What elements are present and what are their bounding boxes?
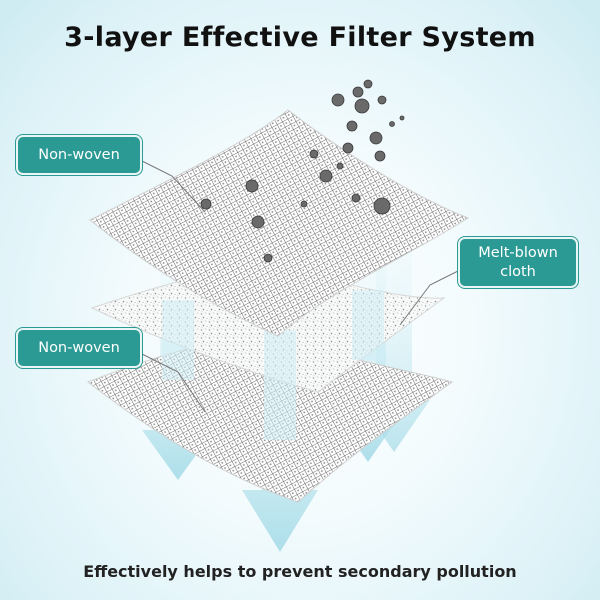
layer-top-nonwoven: [89, 109, 470, 337]
diagram-title: 3-layer Effective Filter System: [64, 22, 536, 53]
label-pointers: [139, 159, 461, 413]
dust-particles: [200, 79, 405, 263]
label-top-nonwoven: Non-woven: [18, 137, 140, 173]
label-meltblown-cloth: Melt-blown cloth: [460, 239, 576, 286]
diagram-caption: Effectively helps to prevent secondary p…: [83, 562, 517, 581]
label-bottom-nonwoven: Non-woven: [18, 330, 140, 366]
